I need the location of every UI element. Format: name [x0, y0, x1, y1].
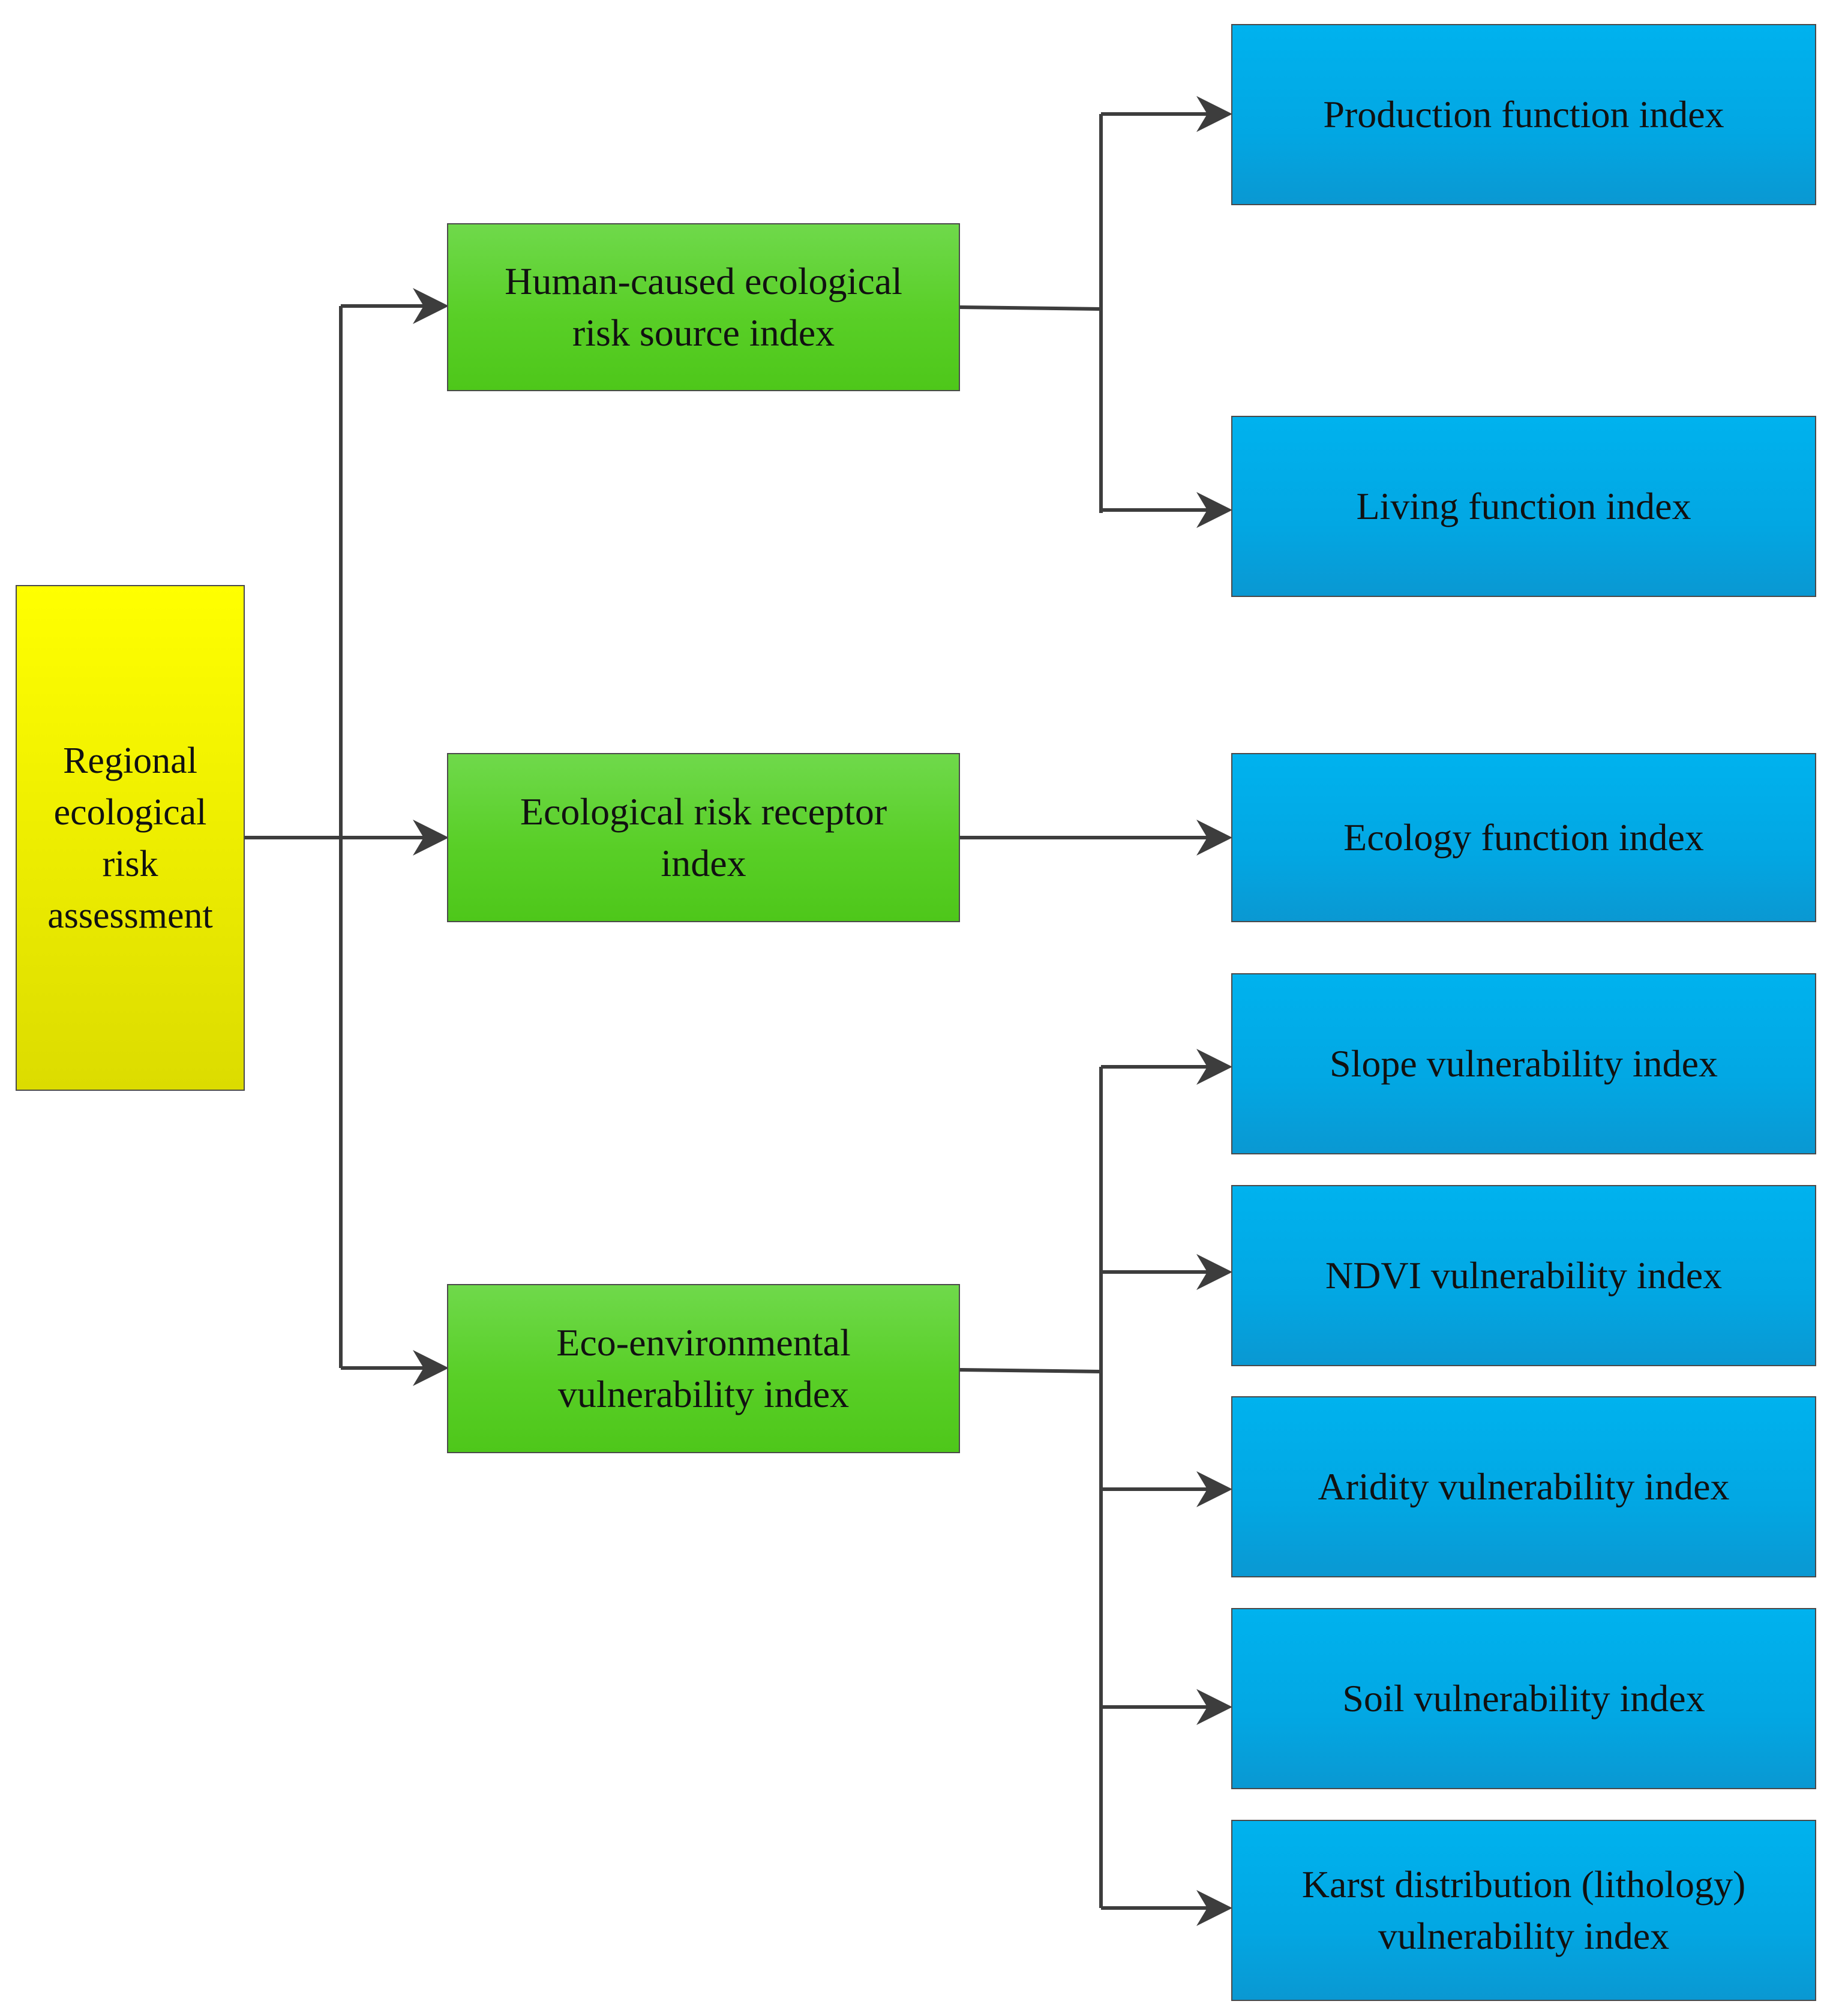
- node-aridity-vulnerability: Aridity vulnerability index: [1231, 1396, 1816, 1577]
- node-label: Karst distribution (lithology) vulnerabi…: [1301, 1863, 1746, 1957]
- node-eco-environmental-vulnerability: Eco-environmental vulnerability index: [447, 1284, 960, 1453]
- node-soil-vulnerability: Soil vulnerability index: [1231, 1608, 1816, 1789]
- node-label: NDVI vulnerability index: [1325, 1254, 1723, 1297]
- node-label: Production function index: [1323, 93, 1724, 136]
- node-label: Living function index: [1356, 485, 1691, 527]
- node-label: Eco-environmental vulnerability index: [556, 1321, 851, 1415]
- connector-eco-env-out: [959, 1368, 1102, 1373]
- node-risk-receptor: Ecological risk receptor index: [447, 753, 960, 922]
- node-label: Slope vulnerability index: [1330, 1042, 1718, 1085]
- node-karst-distribution-vulnerability: Karst distribution (lithology) vulnerabi…: [1231, 1820, 1816, 2001]
- node-label: Human-caused ecological risk source inde…: [505, 260, 902, 354]
- node-label: Regional ecological risk assessment: [47, 740, 213, 936]
- node-ecology-function: Ecology function index: [1231, 753, 1816, 922]
- node-slope-vulnerability: Slope vulnerability index: [1231, 973, 1816, 1154]
- node-regional-ecological-risk-assessment: Regional ecological risk assessment: [16, 585, 245, 1091]
- node-label: Soil vulnerability index: [1342, 1677, 1705, 1720]
- node-label: Aridity vulnerability index: [1318, 1465, 1730, 1508]
- node-production-function: Production function index: [1231, 24, 1816, 205]
- node-human-caused-risk-source: Human-caused ecological risk source inde…: [447, 223, 960, 391]
- node-label: Ecology function index: [1343, 816, 1704, 859]
- node-label: Ecological risk receptor index: [520, 790, 887, 884]
- connector-human-out: [959, 305, 1102, 311]
- node-ndvi-vulnerability: NDVI vulnerability index: [1231, 1185, 1816, 1366]
- node-living-function: Living function index: [1231, 416, 1816, 597]
